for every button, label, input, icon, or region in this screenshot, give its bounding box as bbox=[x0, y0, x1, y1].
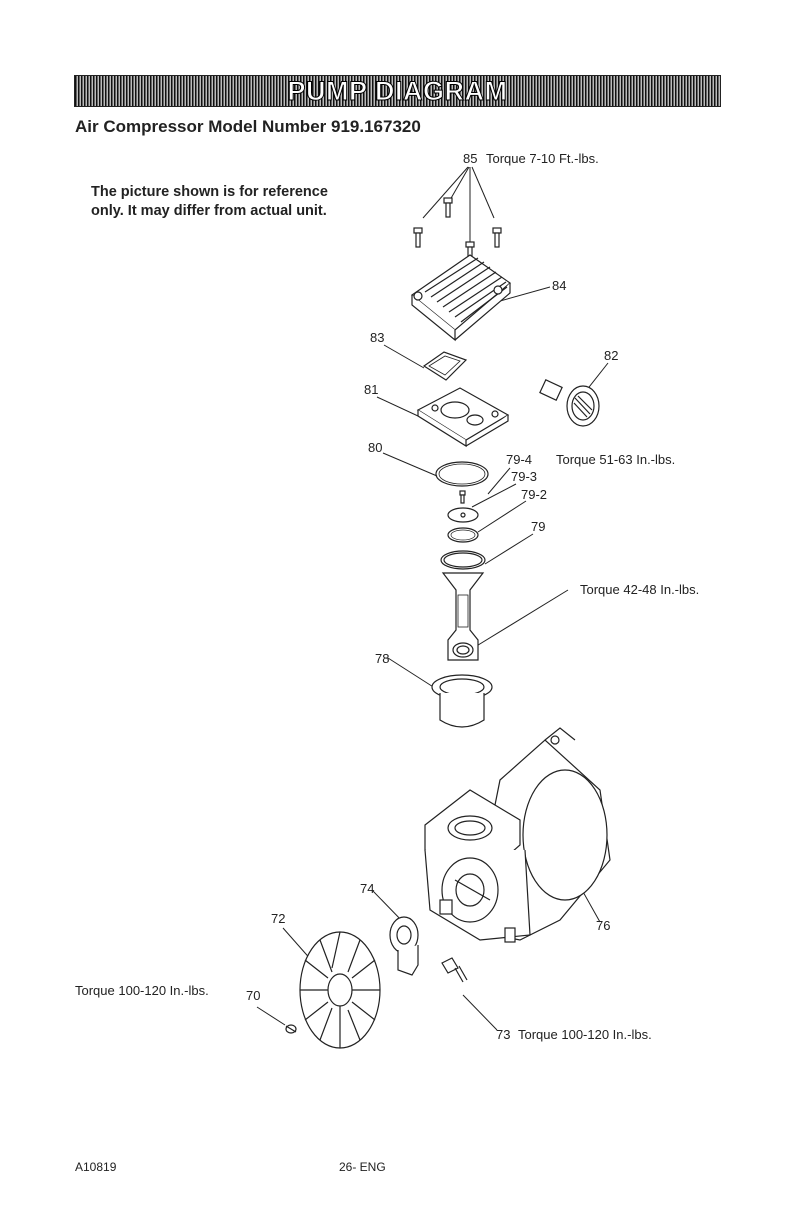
head-gasket bbox=[422, 351, 468, 381]
label-79-4: 79-4 bbox=[506, 452, 532, 467]
model-number: Air Compressor Model Number 919.167320 bbox=[75, 117, 421, 136]
torque-73: Torque 100-120 In.-lbs. bbox=[518, 1027, 652, 1042]
valve-plate bbox=[416, 387, 510, 448]
document-code: A10819 bbox=[75, 1160, 117, 1174]
label-83: 83 bbox=[370, 330, 384, 345]
label-74: 74 bbox=[360, 881, 374, 896]
label-79: 79 bbox=[531, 519, 545, 534]
torque-85: Torque 7-10 Ft.-lbs. bbox=[486, 151, 599, 166]
cylinder-head bbox=[411, 254, 511, 342]
label-70: 70 bbox=[246, 988, 260, 1003]
eccentric-bearing bbox=[431, 674, 493, 728]
motor-housing bbox=[424, 727, 611, 943]
disclaimer-line-2: only. It may differ from actual unit. bbox=[91, 203, 327, 219]
torque-70: Torque 100-120 In.-lbs. bbox=[75, 983, 209, 998]
label-85: 85 bbox=[463, 151, 477, 166]
fan-bolt bbox=[285, 1024, 297, 1034]
disclaimer-line-1: The picture shown is for reference bbox=[91, 184, 328, 200]
disclaimer: The picture shown is for reference only.… bbox=[91, 183, 371, 221]
torque-labels: Torque 7-10 Ft.-lbs. Torque 51-63 In.-lb… bbox=[75, 151, 699, 1042]
page-number: 26- ENG bbox=[339, 1160, 386, 1174]
label-84: 84 bbox=[552, 278, 566, 293]
part-labels: 85 84 83 82 81 80 79-4 79-3 79-2 79 78 7… bbox=[246, 151, 618, 1042]
label-76: 76 bbox=[596, 918, 610, 933]
cooling-fan bbox=[299, 931, 381, 1049]
o-ring bbox=[435, 461, 489, 487]
label-73: 73 bbox=[496, 1027, 510, 1042]
label-80: 80 bbox=[368, 440, 382, 455]
label-79-2: 79-2 bbox=[521, 487, 547, 502]
torque-79-4: Torque 51-63 In.-lbs. bbox=[556, 452, 675, 467]
air-filter bbox=[539, 379, 600, 427]
eccentric bbox=[389, 916, 419, 976]
label-82: 82 bbox=[604, 348, 618, 363]
piston-assembly bbox=[440, 490, 486, 570]
label-81: 81 bbox=[364, 382, 378, 397]
label-79-3: 79-3 bbox=[511, 469, 537, 484]
title-banner: PUMP DIAGRAM bbox=[74, 75, 721, 107]
label-78: 78 bbox=[375, 651, 389, 666]
motor-bolt bbox=[441, 957, 468, 983]
label-72: 72 bbox=[271, 911, 285, 926]
torque-rod: Torque 42-48 In.-lbs. bbox=[580, 582, 699, 597]
page-title: PUMP DIAGRAM bbox=[287, 76, 508, 107]
connecting-rod bbox=[441, 572, 485, 661]
leader-lines bbox=[256, 166, 609, 1031]
head-bolts bbox=[413, 197, 502, 262]
